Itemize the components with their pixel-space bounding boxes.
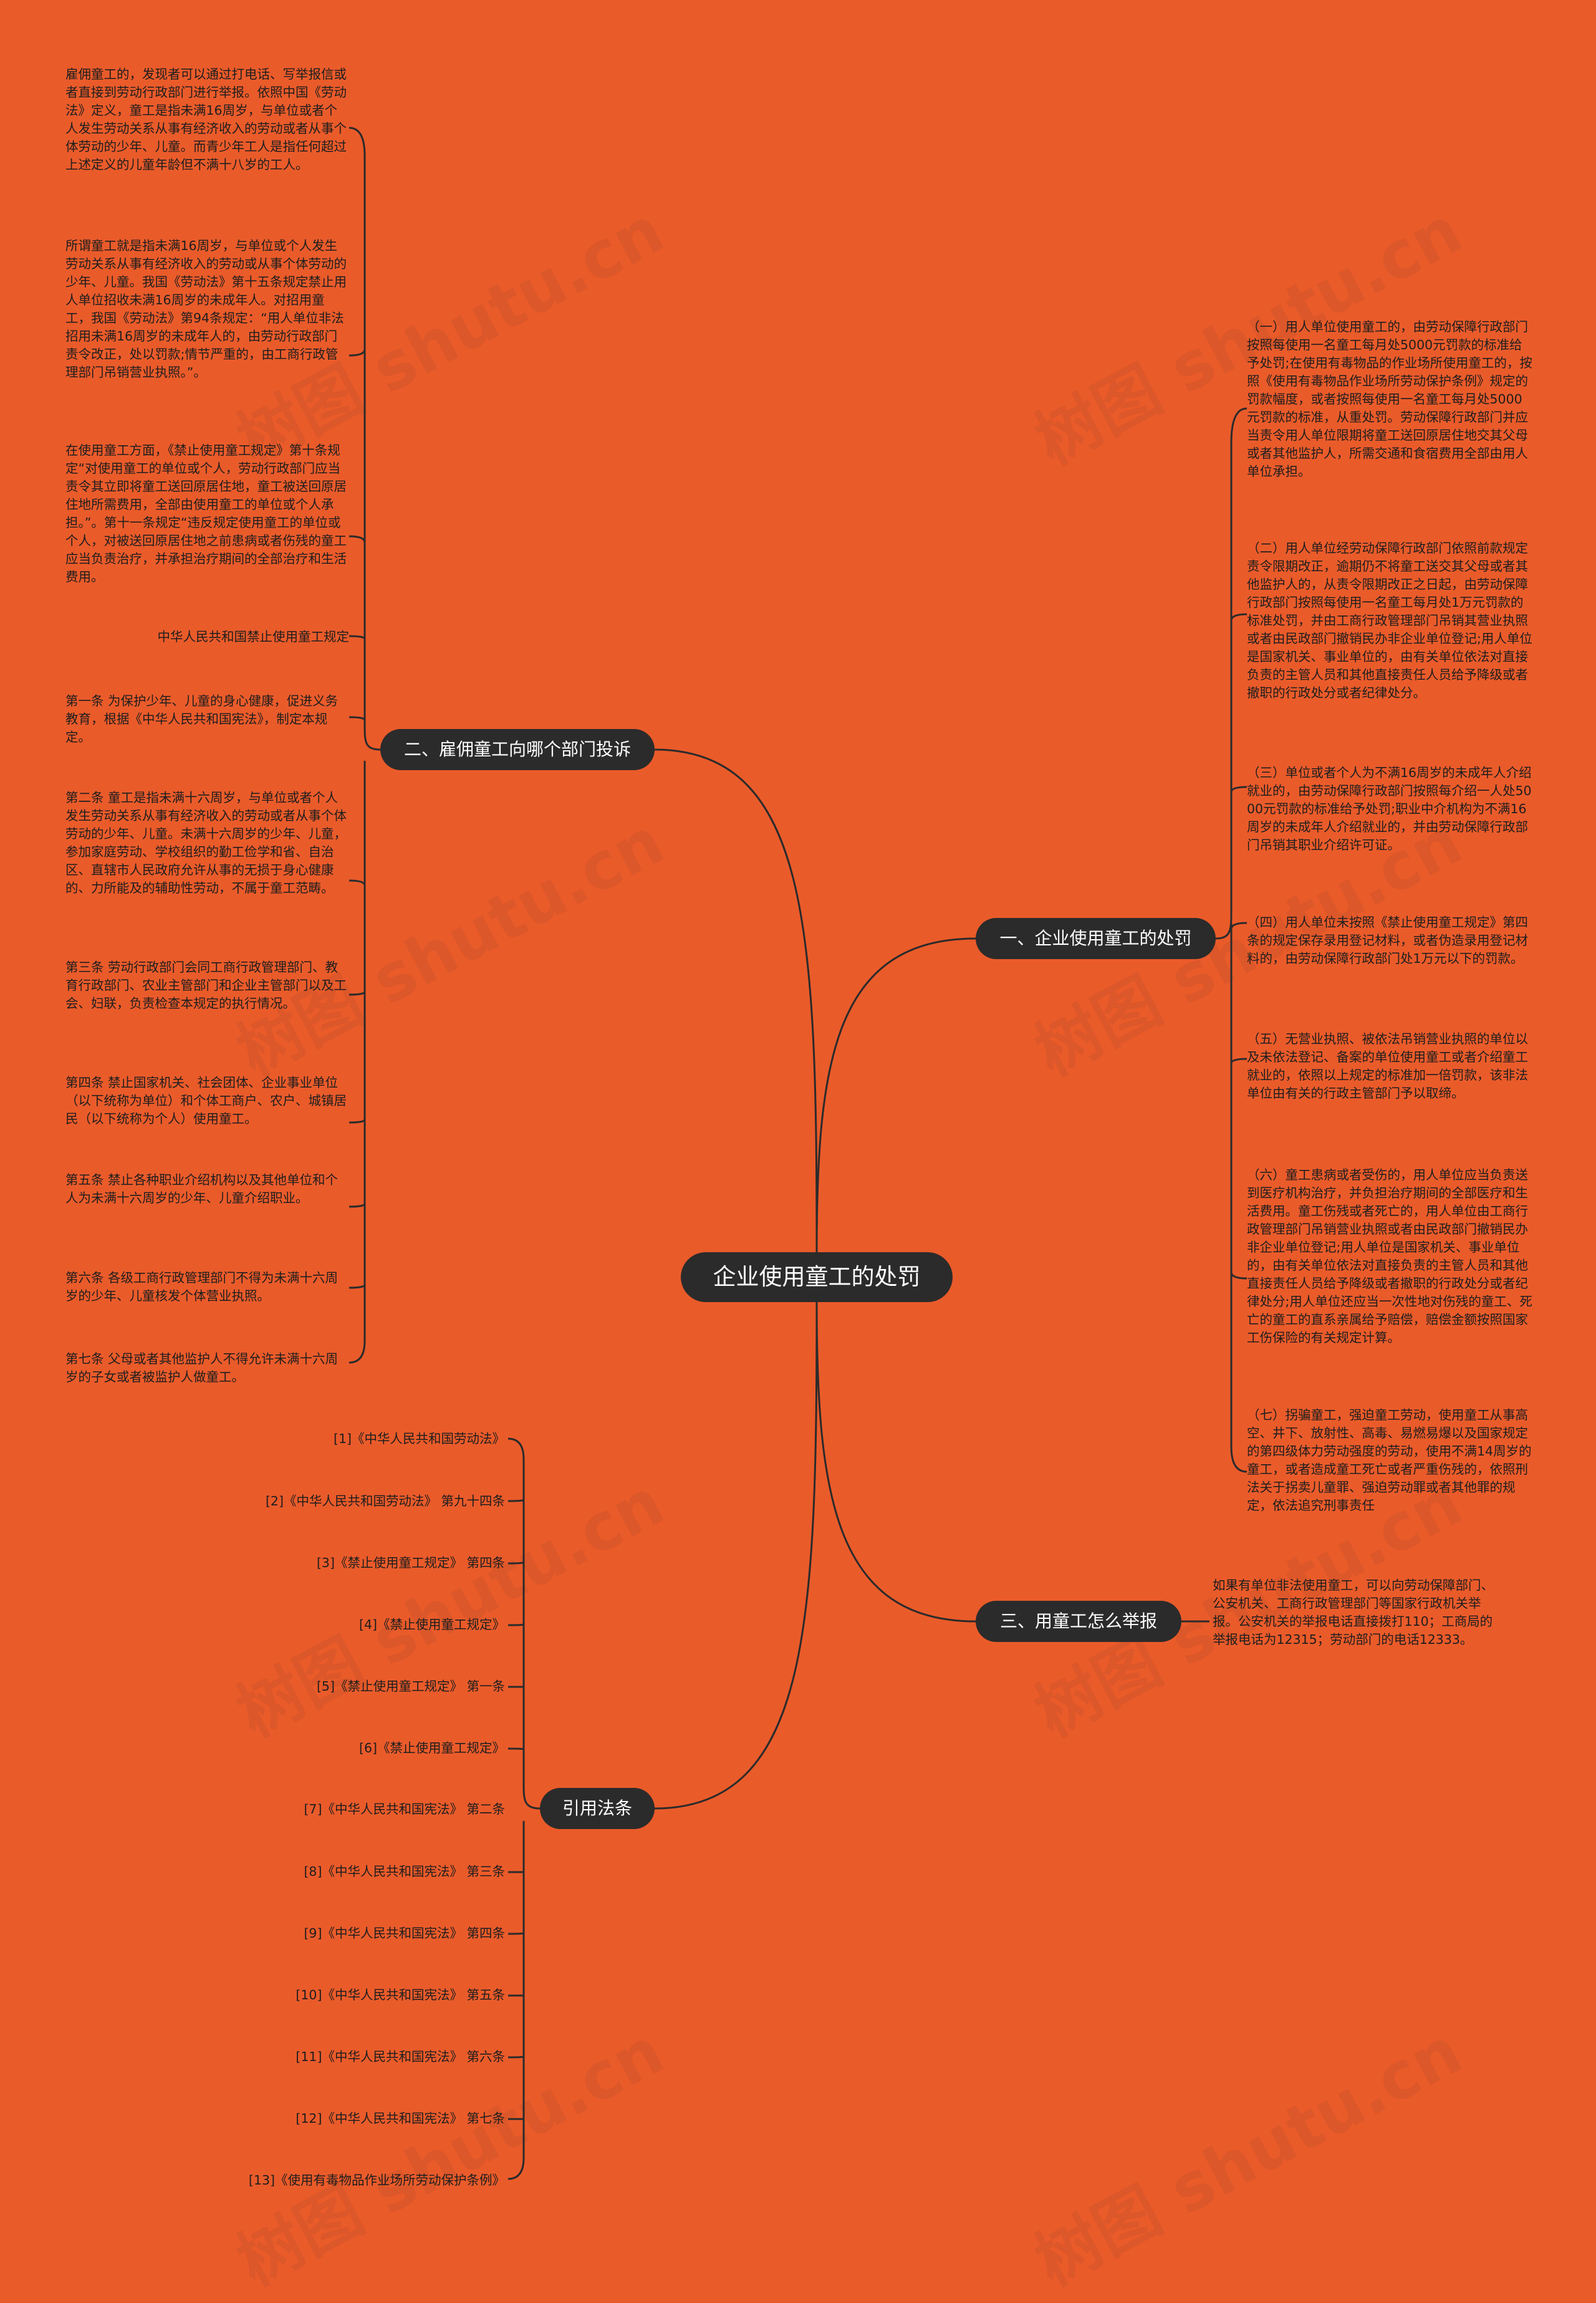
connector-b1-spine: [1215, 407, 1247, 940]
citation-item: [8]《中华人民共和国宪法》 第三条: [304, 1864, 505, 1879]
connector-root-branch4: [654, 1301, 818, 1810]
leaf-penalty-1: （一）用人单位使用童工的，由劳动保障行政部门按照每使用一名童工每月处5000元罚…: [1247, 319, 1532, 479]
branch-node-complaint-department[interactable]: 二、雇佣童工向哪个部门投诉: [380, 729, 655, 770]
leaf-penalty-3: （三）单位或者个人为不满16周岁的未成年人介绍就业的，由劳动保障行政部门按照每介…: [1247, 765, 1532, 852]
leaf-report-1: 如果有单位非法使用童工，可以向劳动保障部门、公安机关、工商行政管理部门等国家行政…: [1213, 1578, 1494, 1647]
branch-node-report[interactable]: 三、用童工怎么举报: [976, 1601, 1181, 1642]
leaf-complaint-2: 所谓童工就是指未满16周岁，与单位或个人发生劳动关系从事有经济收入的劳动或从事个…: [65, 238, 347, 380]
connector-b4-spine: [507, 1437, 541, 1810]
branch-node-cited-laws[interactable]: 引用法条: [540, 1788, 655, 1829]
leaf-complaint-11: 第七条 父母或者其他监护人不得允许未满十六周岁的子女或者被监护人做童工。: [65, 1351, 339, 1384]
leaf-complaint-9: 第五条 禁止各种职业介绍机构以及其他单位和个人为未满十六周岁的少年、儿童介绍职业…: [65, 1172, 339, 1205]
root-node[interactable]: 企业使用童工的处罚: [681, 1252, 953, 1302]
leaf-complaint-8: 第四条 禁止国家机关、社会团体、企业事业单位（以下统称为单位）和个体工商户、农户…: [65, 1075, 347, 1126]
connector-root-branch2: [654, 748, 818, 1253]
citation-item: [13]《使用有毒物品作业场所劳动保护条例》: [248, 2173, 505, 2188]
leaf-complaint-6: 第二条 童工是指未满十六周岁，与单位或者个人发生劳动关系从事有经济收入的劳动或者…: [65, 790, 347, 896]
citation-item: [1]《中华人民共和国劳动法》: [333, 1431, 505, 1446]
connector-b2-spine: [349, 127, 381, 751]
leaf-complaint-1: 雇佣童工的，发现者可以通过打电话、写举报信或者直接到劳动行政部门进行举报。依照中…: [65, 67, 347, 172]
leaf-penalty-4: （四）用人单位未按照《禁止使用童工规定》第四条的规定保存录用登记材料，或者伪造录…: [1247, 915, 1528, 966]
leaf-complaint-3: 在使用童工方面，《禁止使用童工规定》第十条规定“对使用童工的单位或个人，劳动行政…: [65, 443, 347, 584]
leaf-penalty-7: （七）拐骗童工，强迫童工劳动，使用童工从事高空、井下、放射性、高毒、易燃易爆以及…: [1247, 1407, 1532, 1513]
connector-root-branch1: [815, 937, 976, 1253]
citation-item: [2]《中华人民共和国劳动法》 第九十四条: [265, 1494, 505, 1509]
citation-item: [10]《中华人民共和国宪法》 第五条: [296, 1987, 505, 2002]
leaf-complaint-10: 第六条 各级工商行政管理部门不得为未满十六周岁的少年、儿童核发个体营业执照。: [65, 1270, 339, 1303]
leaf-complaint-7: 第三条 劳动行政部门会同工商行政管理部门、教育行政部门、农业主管部门和企业主管部…: [65, 960, 347, 1011]
citation-item: [5]《禁止使用童工规定》 第一条: [316, 1679, 505, 1694]
citation-item: [6]《禁止使用童工规定》: [358, 1741, 505, 1755]
citation-item: [9]《中华人民共和国宪法》 第四条: [304, 1926, 505, 1941]
leaf-penalty-5: （五）无营业执照、被依法吊销营业执照的单位以及未依法登记、备案的单位使用童工或者…: [1247, 1031, 1528, 1101]
connector-root-branch3: [815, 1301, 976, 1623]
leaf-penalty-2: （二）用人单位经劳动保障行政部门依照前款规定责令限期改正，逾期仍不将童工送交其父…: [1247, 541, 1532, 700]
leaf-complaint-4: 中华人民共和国禁止使用童工规定: [157, 629, 350, 644]
citation-item: [11]《中华人民共和国宪法》 第六条: [296, 2049, 505, 2064]
leaf-penalty-6: （六）童工患病或者受伤的，用人单位应当负责送到医疗机构治疗，并负担治疗期间的全部…: [1247, 1167, 1532, 1345]
citation-item: [4]《禁止使用童工规定》: [358, 1617, 505, 1632]
branch-node-penalties[interactable]: 一、企业使用童工的处罚: [976, 918, 1216, 959]
leaf-complaint-5: 第一条 为保护少年、儿童的身心健康，促进义务教育，根据《中华人民共和国宪法》，制…: [65, 693, 339, 745]
citation-item: [12]《中华人民共和国宪法》 第七条: [296, 2111, 505, 2126]
citation-item: [7]《中华人民共和国宪法》 第二条: [304, 1802, 505, 1817]
citation-item: [3]《禁止使用童工规定》 第四条: [316, 1555, 505, 1570]
